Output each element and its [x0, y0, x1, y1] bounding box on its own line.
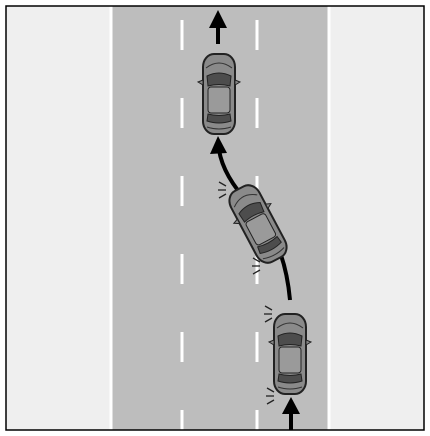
- lead-vehicle: [198, 54, 240, 134]
- right-shoulder: [330, 6, 424, 430]
- left-shoulder: [6, 6, 110, 430]
- own-vehicle: [269, 314, 311, 394]
